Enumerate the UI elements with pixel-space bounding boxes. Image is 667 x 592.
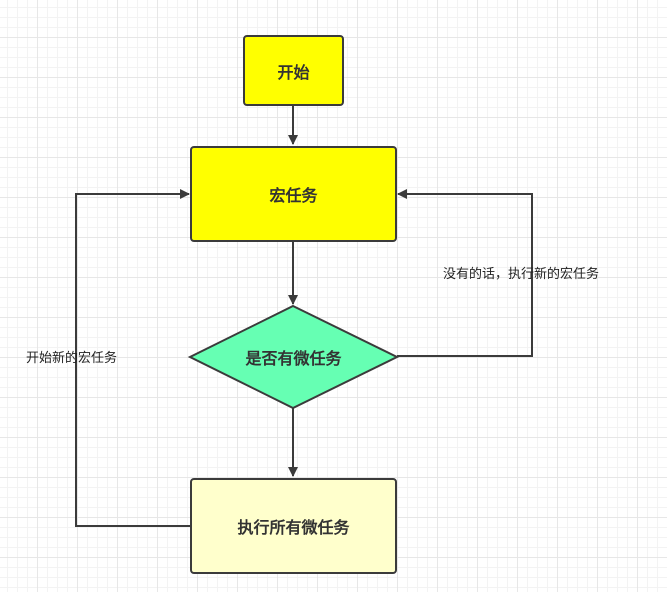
decision-node-label: 是否有微任务: [245, 349, 342, 368]
decision-diamond-shape: [187, 304, 400, 410]
execute-micro-tasks-node: 执行所有微任务: [190, 478, 397, 574]
decision-node: 是否有微任务: [190, 306, 397, 408]
macro-task-node-label: 宏任务: [269, 186, 318, 205]
start-node-label: 开始: [277, 62, 310, 82]
edge-execute-to-macro-start-new: [75, 189, 190, 527]
edge-label-no-micro: 没有的话，执行新的宏任务: [443, 267, 600, 282]
execute-micro-tasks-node-label: 执行所有微任务: [237, 518, 350, 537]
macro-task-node: 宏任务: [190, 146, 397, 242]
edge-decision-to-macro-no-micro: [397, 189, 533, 357]
start-node: 开始: [243, 35, 344, 106]
edge-label-start-new: 开始新的宏任务: [26, 351, 118, 366]
